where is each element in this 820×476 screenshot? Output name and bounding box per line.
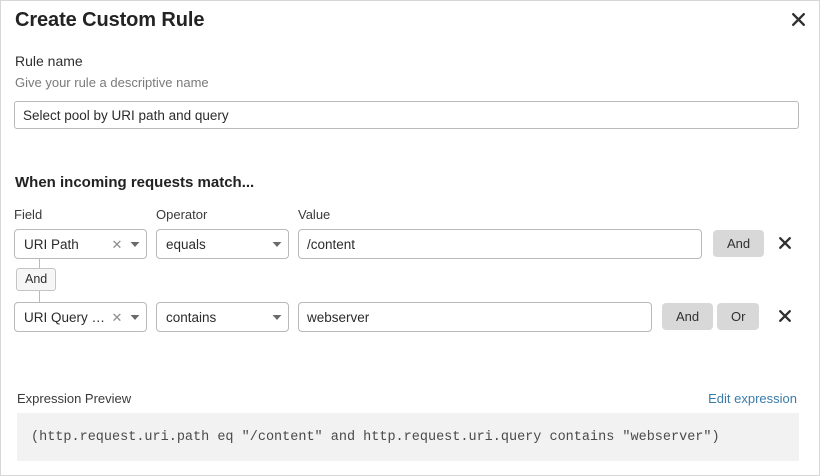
field-select-value-row-1: URI Path xyxy=(24,236,79,252)
field-select-value-row-2: URI Query St... xyxy=(24,309,110,325)
value-input-row-1[interactable] xyxy=(298,229,702,259)
rule-name-label: Rule name xyxy=(15,53,83,69)
expression-preview-box: (http.request.uri.path eq "/content" and… xyxy=(17,413,799,461)
chevron-down-icon[interactable] xyxy=(124,241,146,248)
chevron-down-icon[interactable] xyxy=(266,241,288,248)
condition-row: URI Query St... ✕ contains And Or xyxy=(1,302,819,332)
rule-name-input[interactable] xyxy=(14,101,799,129)
operator-select-row-2[interactable]: contains xyxy=(156,302,289,332)
column-header-operator: Operator xyxy=(156,207,208,222)
field-select-row-2[interactable]: URI Query St... ✕ xyxy=(14,302,147,332)
operator-select-row-1[interactable]: equals xyxy=(156,229,289,259)
expression-preview-label: Expression Preview xyxy=(17,391,132,406)
match-section-heading: When incoming requests match... xyxy=(15,174,255,191)
condition-connector-badge[interactable]: And xyxy=(16,268,57,291)
clear-icon[interactable]: ✕ xyxy=(111,309,123,325)
chevron-down-icon[interactable] xyxy=(266,314,288,321)
and-button-row-2[interactable]: And xyxy=(662,303,714,330)
expression-preview-text: (http.request.uri.path eq "/content" and… xyxy=(31,429,720,445)
close-icon[interactable] xyxy=(785,6,811,32)
or-button-row-2[interactable]: Or xyxy=(717,303,760,330)
operator-select-value-row-1: equals xyxy=(166,236,206,252)
chevron-down-icon[interactable] xyxy=(124,314,146,321)
and-button-row-1[interactable]: And xyxy=(713,230,765,257)
dialog-title: Create Custom Rule xyxy=(15,9,205,31)
edit-expression-link[interactable]: Edit expression xyxy=(708,391,797,406)
operator-select-value-row-2: contains xyxy=(166,309,217,325)
column-header-field: Field xyxy=(14,207,43,222)
condition-row: URI Path ✕ equals And xyxy=(1,229,819,259)
delete-icon[interactable] xyxy=(773,231,797,255)
field-select-row-1[interactable]: URI Path ✕ xyxy=(14,229,147,259)
column-header-value: Value xyxy=(298,207,331,222)
delete-icon[interactable] xyxy=(773,304,797,328)
value-input-row-2[interactable] xyxy=(298,302,652,332)
rule-name-helper-text: Give your rule a descriptive name xyxy=(15,75,209,90)
clear-icon[interactable]: ✕ xyxy=(111,236,123,252)
